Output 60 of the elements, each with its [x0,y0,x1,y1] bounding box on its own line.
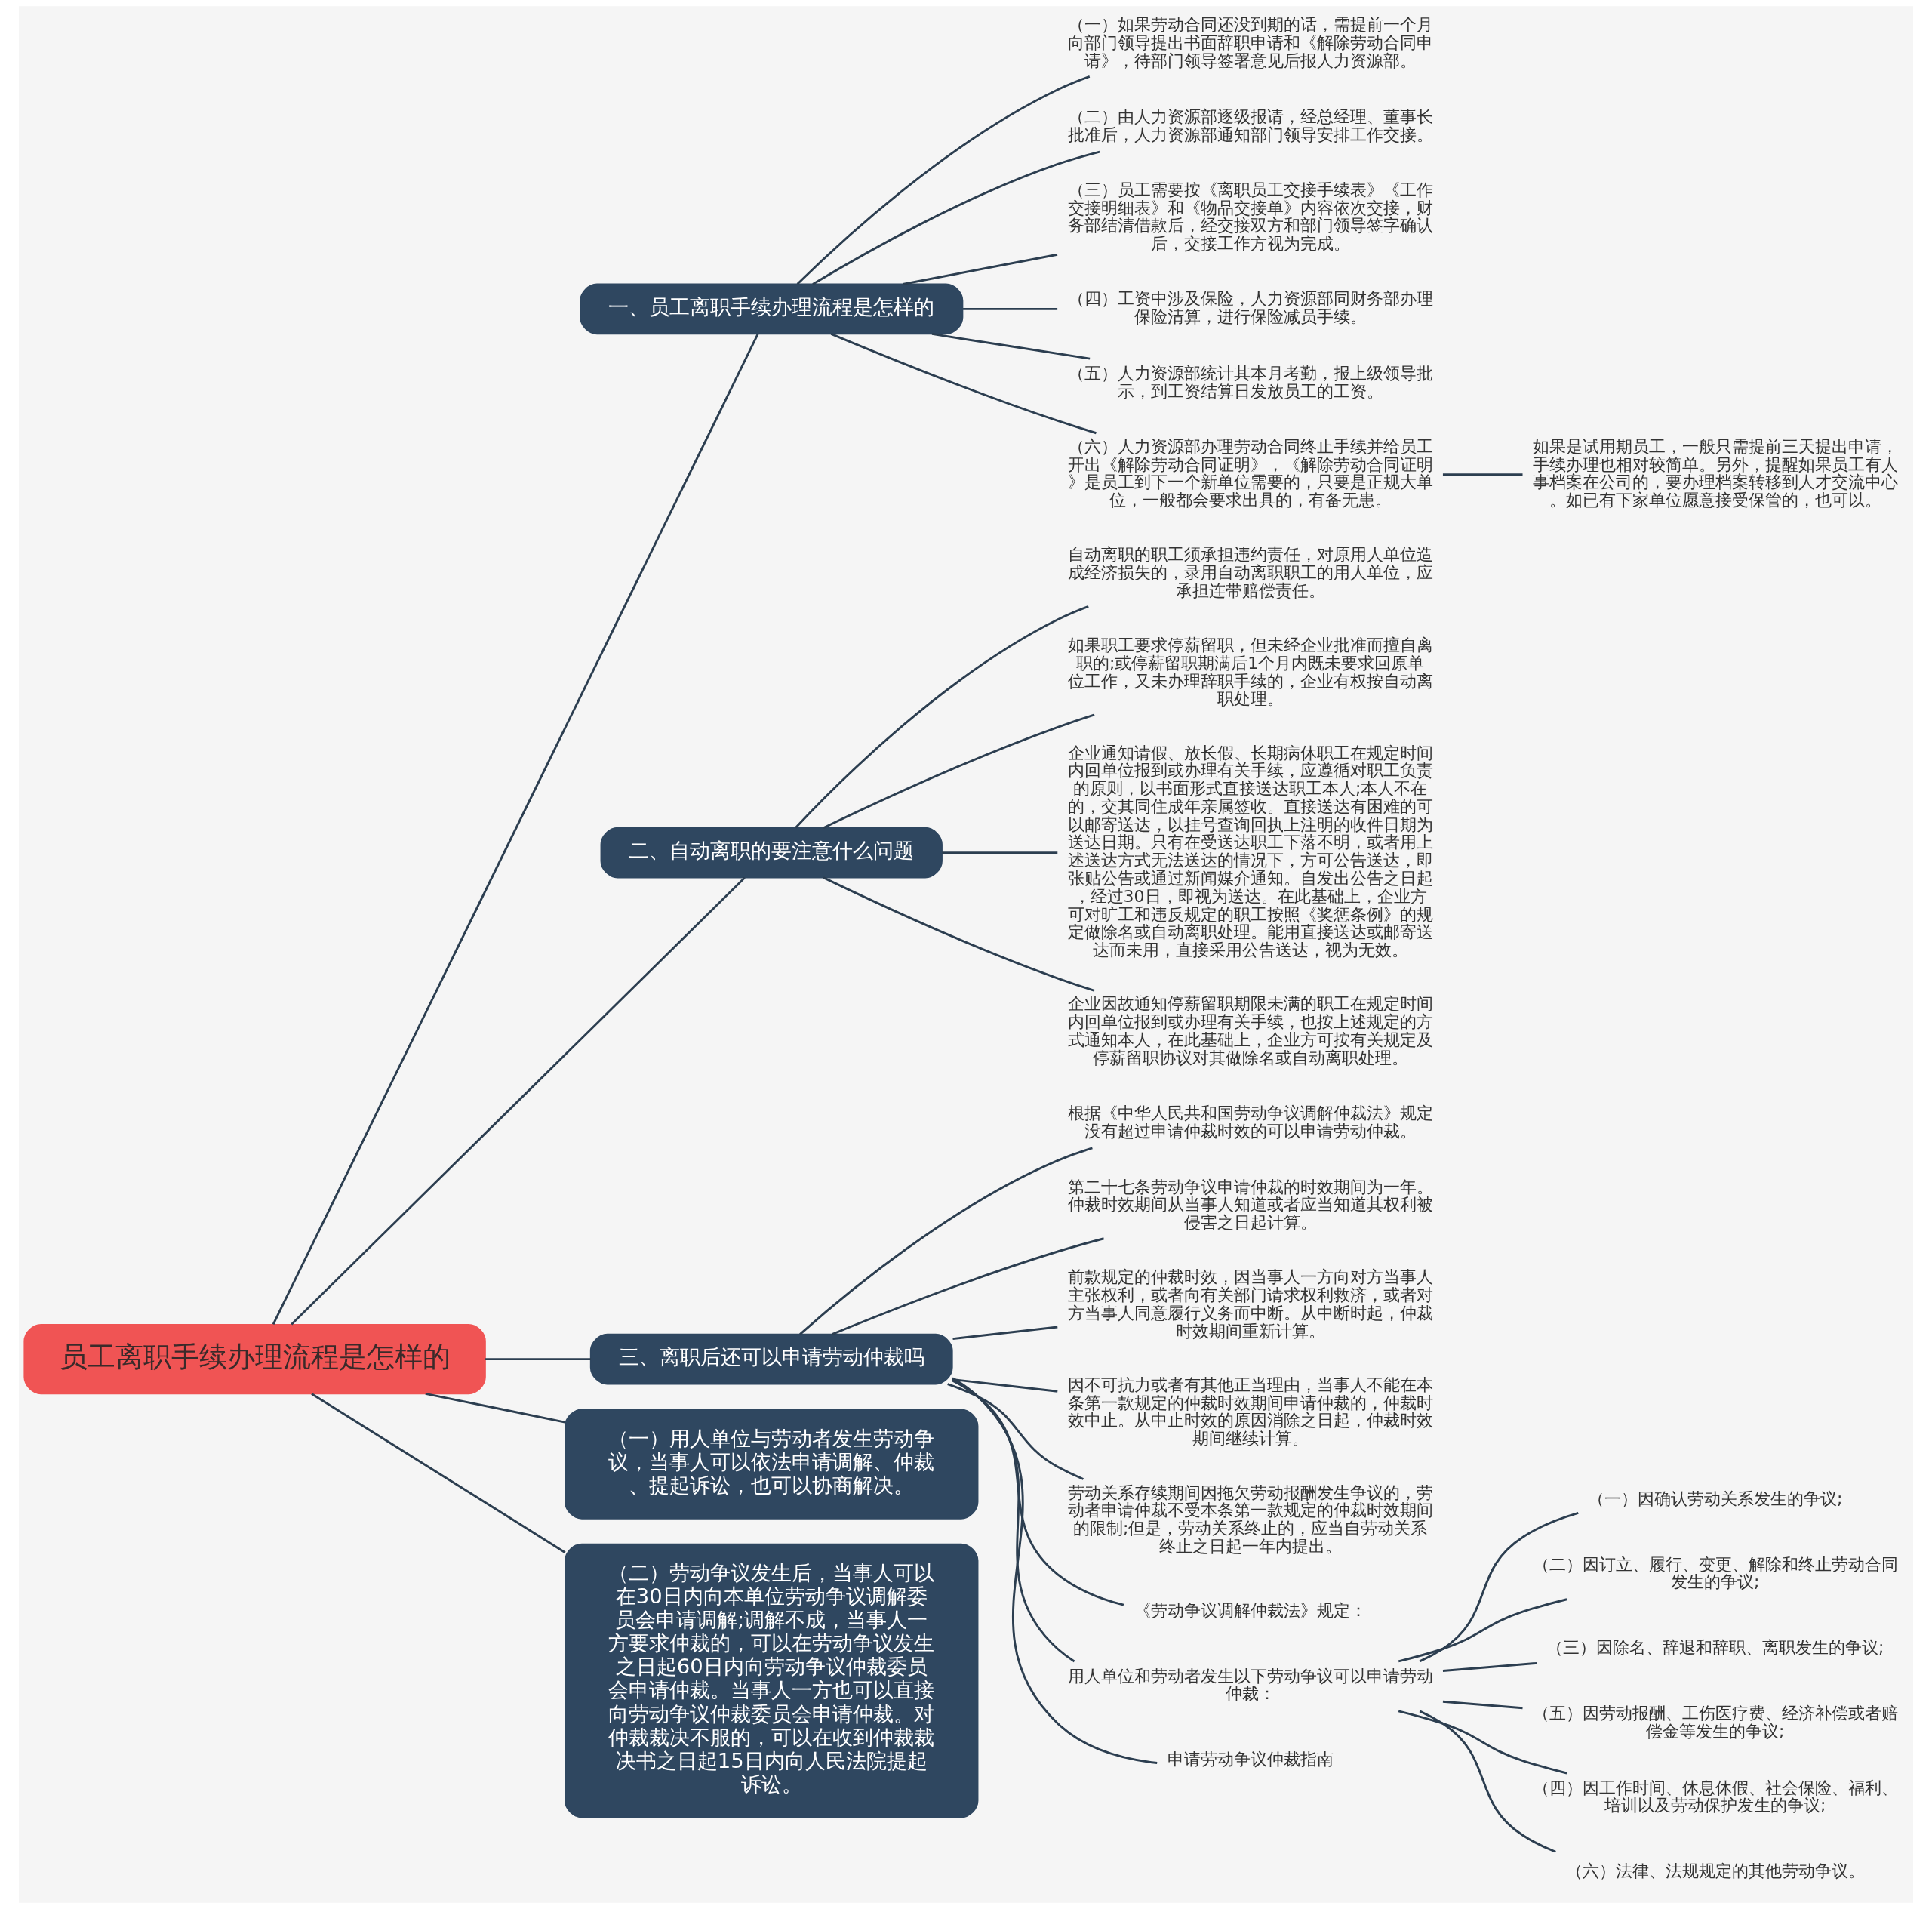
connector [823,713,1095,829]
node-text: 用人单位和劳动者发生以下劳动争议可以申请劳动仲裁： [1067,1666,1433,1704]
connector [1442,1700,1523,1710]
node-text: （六）法律、法规规定的其他劳动争议。 [1565,1861,1865,1881]
node-text: （五）人力资源部统计其本月考勤，报上级领导批示，到工资结算日发放员工的工资。 [1067,363,1433,401]
node-box: （二）劳动争议发生后，当事人可以在30日内向本单位劳动争议调解委员会申请调解;调解不成，当事人一方要求仲裁的，可以在劳动争议发生之日起60日内向劳动争议仲裁委员会申请仲裁。当事人一方也可以直接向劳动争议仲裁委员会申请仲裁。对仲裁裁决不服的，可以在收到仲裁裁决书之日起15日内向人民法院提起诉讼。 [565,1543,979,1818]
connector [311,1393,566,1553]
connector [903,253,1058,285]
node-text: （二）因订立、履行、变更、解除和终止劳动合同发生的争议; [1532,1554,1898,1592]
connector [1398,1598,1567,1663]
node-box: （一）用人单位与劳动者发生劳动争议，当事人可以依法申请调解、仲裁、提起诉讼，也可以协商解决。 [565,1409,979,1520]
connector [832,1237,1104,1335]
node-text: 申请劳动争议仲裁指南 [1167,1750,1334,1769]
node-text: 《劳动争议调解仲裁法》规定： [1134,1600,1367,1620]
connector [1442,1661,1537,1672]
connector [952,1379,1124,1606]
node-text: 自动离职的职工须承担违约责任，对原用人单位造成经济损失的，录用自动离职职工的用人单位，应承担连带赔偿责任。 [1067,545,1433,600]
node-text: 因不可抗力或者有其他正当理由，当事人不能在本条第一款规定的仲裁时效期间申请仲裁的，仲裁时效中止。从中止时效的原因消除之日起，仲裁时效期间继续计算。 [1067,1375,1433,1449]
connector [425,1392,565,1424]
connector [952,1378,1075,1663]
connector [272,334,759,1325]
connector [947,1383,1084,1480]
node-text: （五）因劳动报酬、工伤医疗费、经济补偿或者赔偿金等发生的争议; [1532,1704,1898,1741]
connector [942,851,1058,854]
node-text: （六）人力资源部办理劳动合同终止手续并给员工开出《解除劳动合同证明》，《解除劳动合同证明》是员工到下一个新单位需要的，只要是正规大单位，一般都会要求出具的，有备无患。 [1067,436,1433,510]
connector [830,332,1097,435]
node-text: （一）如果劳动合同还没到期的话，需提前一个月向部门领导提出书面辞职申请和《解除劳动合同申请》，待部门领导签署意见后报人力资源部。 [1067,15,1433,70]
connector [1419,1512,1579,1663]
node-text: 企业因故通知停薪留职期限未满的职工在规定时间内回单位报到或办理有关手续，也按上述规定的方式通知本人，在此基础上，企业方可按有关规定及停薪留职协议对其做除名或自动离职处理。 [1067,994,1433,1067]
connector [952,1377,1158,1764]
connector [963,307,1058,310]
connector [291,876,746,1326]
connector [823,876,1095,992]
node-box: 一、员工离职手续办理流程是怎样的 [580,283,964,335]
node-text: （二）由人力资源部逐级报请，经总经理、董事长批准后，人力资源部通知部门领导安排工作交接。 [1067,106,1433,144]
node-text: 根据《中华人民共和国劳动争议调解仲裁法》规定没有超过申请仲裁时效的可以申请劳动仲裁。 [1067,1103,1433,1141]
node-text: 第二十七条劳动争议申请仲裁的时效期间为一年。仲裁时效期间从当事人知道或者应当知道其权利被侵害之日起计算。 [1067,1177,1433,1233]
connector [1398,1710,1567,1775]
connector [1419,1710,1556,1853]
connector [799,1147,1093,1335]
node-text: （一）因确认劳动关系发生的争议; [1587,1489,1843,1508]
node-box: 三、离职后还可以申请劳动仲裁吗 [589,1333,953,1385]
node-text: 如果职工要求停薪留职，但未经企业批准而擅自离职的;或停薪留职期满后1个月内既未要求回原单位工作，又未办理辞职手续的，企业有权按自动离职处理。 [1067,636,1433,709]
node-text: （四）因工作时间、休息休假、社会保险、福利、培训以及劳动保护发生的争议; [1532,1778,1898,1815]
node-text: 前款规定的仲裁时效，因当事人一方向对方当事人主张权利，或者向有关部门请求权利救济，或者对方当事人同意履行义务而中断。从中断时起，仲裁时效期间重新计算。 [1067,1267,1433,1341]
node-box: 员工离职手续办理流程是怎样的 [23,1323,486,1395]
node-text: （三）因除名、辞退和辞职、离职发生的争议; [1546,1638,1884,1658]
node-text: 企业通知请假、放长假、长期病休职工在规定时间内回单位报到或办理有关手续，应遵循对职工负责的原则，以书面形式直接送达职工本人;本人不在的，交其同住成年亲属签收。直接送达有困难的可以邮寄送达，以挂号查询回执上注明的收件日期为送达日期。只有在受送达职工下落不明，或者用上述送达方式无法送达的情况下，方可公告送达，即张贴公告或通过新闻媒介通知。自发出公告之日起，经过30日，即视为送达。在此基础上，企业方可对旷工和违反规定的职工按照《奖惩条例》的规定做除名或自动离职处理。能用直接送达或邮寄送达而未用，直接采用公告送达，视为无效。 [1067,743,1433,960]
connector [796,75,1091,285]
node-text: （四）工资中涉及保险，人力资源部同财务部办理保险清算，进行保险减员手续。 [1067,289,1433,326]
node-box: 二、自动离职的要注意什么问题 [600,827,943,879]
connector [812,150,1100,285]
connector [485,1358,591,1361]
node-text: （三）员工需要按《离职员工交接手续表》《工作交接明细表》和《物品交接单》内容依次交接，财务部结清借款后，经交接双方和部门领导签字确认后，交接工作方视为完成。 [1067,180,1433,254]
connector [952,1326,1058,1341]
connector [1442,473,1523,476]
connector [931,332,1091,360]
node-text: 劳动关系存续期间因拖欠劳动报酬发生争议的，劳动者申请仲裁不受本条第一款规定的仲裁时效期间的限制;但是，劳动关系终止的，应当自劳动关系终止之日起一年内提出。 [1067,1483,1433,1556]
node-text: 如果是试用期员工，一般只需提前三天提出申请，手续办理也相对较简单。另外，提醒如果员工有人事档案在公司的，要办理档案转移到人才交流中心。如已有下家单位愿意接受保管的，也可以。 [1532,436,1898,510]
connector [795,605,1089,829]
